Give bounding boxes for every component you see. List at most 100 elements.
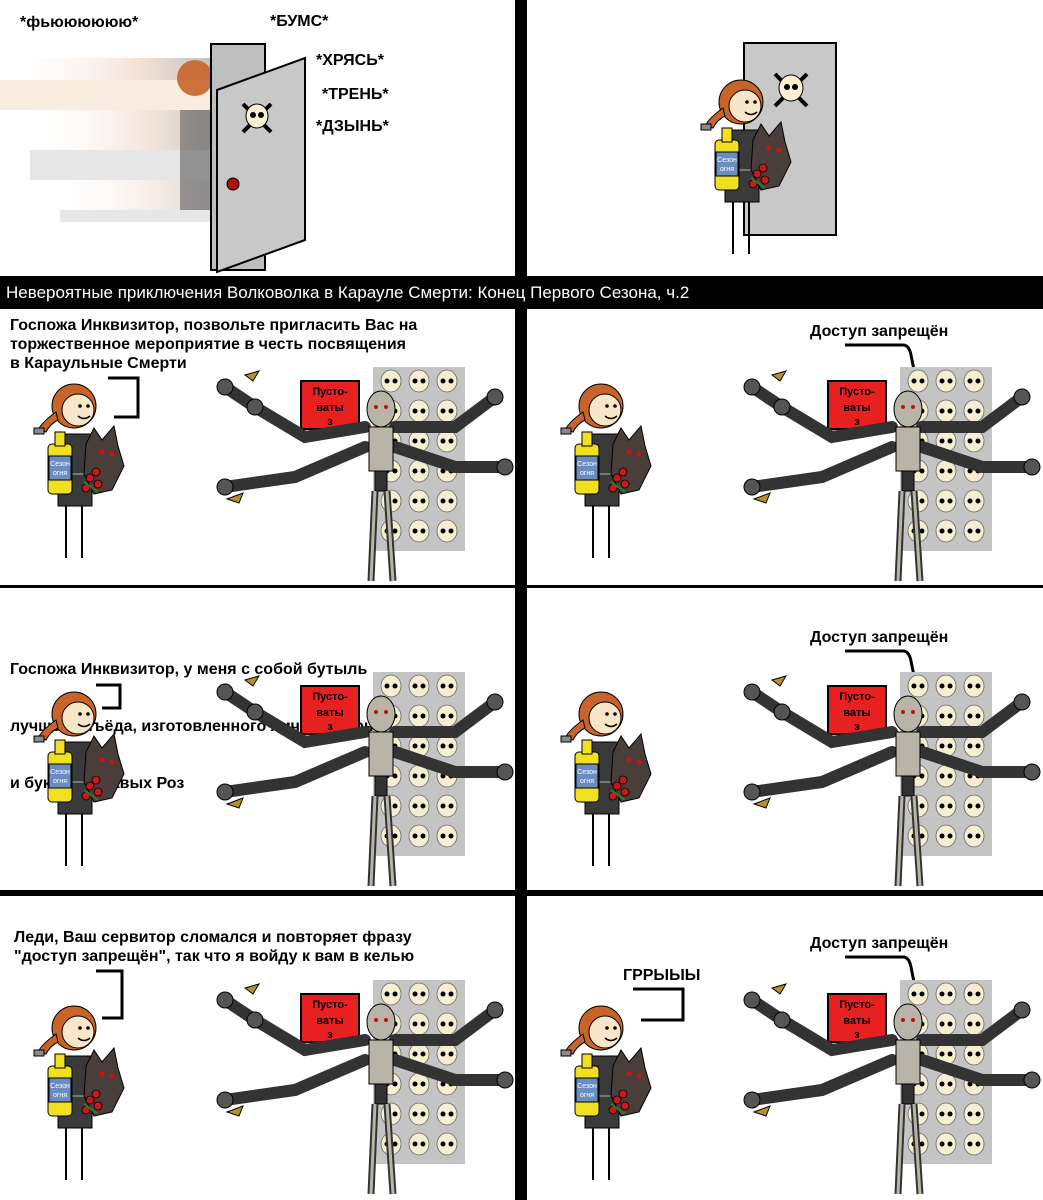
servitor-eye [901,405,905,409]
chainsword-tip [496,763,514,781]
rose-stems [750,177,766,189]
sign-text: ваты [316,402,344,414]
skull-icon [963,1132,985,1156]
chainsword-left-upper [746,686,898,749]
servitor-head [893,695,923,733]
skull-icon [935,519,957,543]
speech-tail [845,649,919,692]
sfx-boom: *БУМС* [270,13,329,30]
smile [604,723,618,728]
bottle-label-text: Сезон [577,461,597,468]
rose [612,473,622,483]
chainsword-right-lower [389,746,511,778]
panel-1-door-crash: *фьюююююю* *БУМС* *ХРЯСЬ* *ТРЕНЬ* *ДЗЫНЬ… [0,0,515,276]
servitor-leg-armor [369,1103,377,1195]
insignia-icon [225,797,244,809]
chainsword-left-lower [219,1054,371,1106]
servitor-leg-armor [385,490,395,582]
chainsword-left-upper [219,381,371,444]
bottle-neck [581,431,593,447]
rose [760,175,770,185]
rose-stems [83,1103,99,1115]
sign-text: з [854,1029,860,1041]
insignia-icon [225,1105,244,1117]
door-open [210,43,306,274]
face [588,1015,622,1049]
skull-icon [963,429,985,453]
skull-icon [963,1012,985,1036]
skull-icon [963,1042,985,1066]
bottle-label [575,763,599,789]
servitor-eye [374,405,378,409]
servitor-scene: Пусто-ваты з [216,367,514,582]
eye [745,100,749,104]
servitor-eye [384,405,388,409]
servitor-head [366,1003,396,1041]
bottle-label-text: огня [580,1092,594,1099]
chainsword-right-upper [389,1004,501,1046]
skull-icon [963,982,985,1006]
speech-tail [845,343,919,386]
bottle-neck [54,739,66,755]
bottle-neck [54,1053,66,1069]
chainsword-left-upper [219,994,371,1057]
bottle-label-text: огня [53,778,67,785]
rose [91,1089,101,1099]
servitor-eye [901,1018,905,1022]
chainsword-left-lower [746,746,898,798]
eye [605,1026,609,1030]
skull-icon [773,72,809,108]
skull-icon [241,102,273,134]
insignia-icon [752,797,771,809]
skull-icon [436,1012,458,1036]
eye [86,712,90,716]
servitor-leg-armor [385,1103,395,1195]
chainsword-right-lower [916,441,1038,473]
skull-icon [935,1072,957,1096]
sign-text: ваты [843,707,871,719]
chainsword-right-lower [389,1054,511,1086]
speech-tail [845,955,919,998]
skull-icon [963,734,985,758]
chainsword-tip [743,991,761,1009]
chainsword-left-lower [219,441,371,493]
servitor-spine [374,470,388,492]
servitor-torso [368,731,394,777]
sign-text: ваты [843,1015,871,1027]
smile [744,111,758,116]
chainsword-tip [1013,388,1031,406]
sign-text: Пусто- [312,386,348,398]
wolf [750,120,792,191]
bottle-label-text: огня [53,470,67,477]
servitor-leg-armor [912,490,922,582]
face [588,701,622,735]
speech-tail [96,683,122,710]
bottle-neck [581,739,593,755]
servitor-spine [374,1083,388,1105]
chainsword-right-upper [916,391,1028,433]
insignia-icon [752,492,771,504]
bottle-label-text: Сезон [717,157,737,164]
sign-text: Пусто- [312,999,348,1011]
servitor-eye [911,710,915,714]
servitor-speech: Доступ запрещён [810,629,949,646]
skull-icon [436,429,458,453]
servitor-spine [901,775,915,797]
bottle-label [48,763,72,789]
chainsword-tip [216,1091,234,1109]
warning-sign [300,993,360,1043]
skull-icon [963,794,985,818]
chainsword-tip [743,783,761,801]
chainsword-tip [496,458,514,476]
sign-text: з [327,416,333,428]
chainsword-tip [1023,458,1041,476]
face [61,1015,95,1049]
insignia-icon [243,983,261,995]
bottle-label-text: огня [720,166,734,173]
insignia-icon [225,492,244,504]
skull-icon [436,399,458,423]
